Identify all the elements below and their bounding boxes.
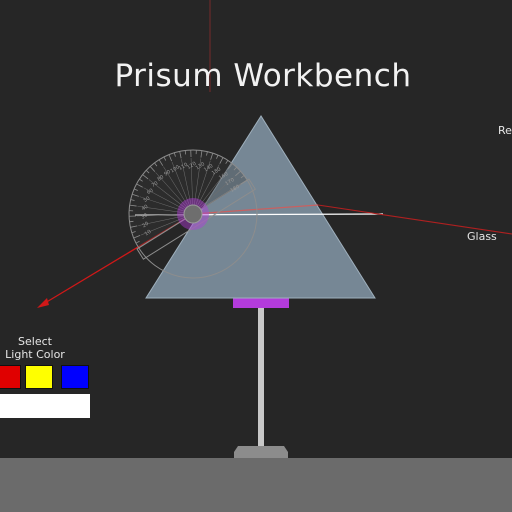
protractor-tick — [132, 193, 139, 197]
protractor-degree-label: 50 — [143, 195, 152, 203]
protractor-tick — [241, 179, 248, 185]
protractor-tick — [158, 159, 164, 166]
protractor-tick — [131, 231, 136, 234]
protractor-tick — [216, 154, 219, 159]
color-picker-heading: Select Light Color — [0, 335, 70, 361]
protractor-tick — [129, 210, 134, 212]
color-heading-line2: Light Color — [5, 348, 65, 361]
yellow-color-swatch[interactable] — [25, 365, 53, 389]
protractor-tick — [129, 220, 134, 223]
protractor-degree-label: 40 — [141, 204, 150, 212]
stand-platform[interactable] — [233, 298, 289, 308]
protractor-tick — [184, 150, 187, 155]
app-title: Prisum Workbench — [114, 58, 412, 94]
protractor-tick — [173, 152, 176, 157]
protractor-tick — [195, 150, 197, 155]
protractor-degree-label: 150 — [211, 167, 222, 177]
protractor-tick — [168, 154, 173, 162]
protractor-tick — [129, 215, 137, 217]
protractor-tick — [200, 150, 203, 158]
protractor-degree-label: 70 — [151, 180, 160, 188]
protractor-degree-label: 100 — [170, 164, 181, 174]
protractor-degree-label: 110 — [178, 162, 189, 172]
protractor-degree-label: 140 — [203, 163, 214, 173]
protractor-labels: 1020304050607080901001101201301401501601… — [140, 161, 240, 238]
protractor-degree-label: 160 — [218, 171, 229, 181]
red-color-swatch[interactable] — [0, 365, 21, 389]
protractor-tick — [154, 162, 158, 167]
normal-line — [134, 213, 384, 216]
protractor-tick — [130, 199, 135, 201]
protractor-degree-label: 120 — [186, 161, 197, 171]
stand-base[interactable] — [234, 446, 288, 458]
protractor-tick — [233, 166, 237, 171]
protractor-tick — [240, 175, 245, 179]
protractor-degree-label: 170 — [224, 177, 235, 187]
incident-laser-beam — [39, 213, 194, 307]
protractor-tick — [133, 234, 141, 239]
stand-pole — [258, 308, 264, 456]
protractor[interactable]: 1020304050607080901001101201301401501601… — [103, 125, 283, 303]
floor — [0, 458, 512, 512]
protractor-tick — [219, 157, 224, 164]
white-color-option[interactable] — [0, 394, 90, 418]
protractor-degree-label: 20 — [141, 221, 150, 229]
protractor-tick — [210, 153, 214, 160]
protractor-tick — [227, 163, 233, 170]
protractor-tick — [129, 204, 137, 207]
protractor-tick — [190, 150, 192, 158]
exit-beam — [317, 204, 512, 235]
protractor-degree-label: 130 — [195, 161, 206, 171]
blue-color-swatch[interactable] — [61, 365, 89, 389]
protractor-tick — [206, 151, 208, 156]
protractor-tick — [133, 188, 138, 191]
protractor-tick — [179, 151, 182, 159]
protractor-tick — [145, 170, 150, 174]
protractor-tick — [149, 166, 156, 172]
protractor-tick — [136, 183, 143, 188]
protractor-tick — [235, 170, 241, 177]
protractor-tick — [225, 160, 229, 164]
protractor-tick — [139, 178, 143, 182]
laser-arrow-head[interactable] — [37, 298, 49, 308]
light-source-pivot[interactable] — [183, 204, 203, 224]
refracted-inner-beam — [192, 204, 319, 215]
protractor-degree-label: 80 — [156, 174, 165, 182]
protractor-degree-label: 30 — [140, 212, 149, 220]
protractor-tick — [135, 240, 140, 244]
color-heading-line1: Select — [18, 335, 52, 348]
protractor-tick — [138, 243, 145, 249]
glass-label: Glass — [467, 230, 497, 243]
protractor-degree-label: 60 — [146, 188, 155, 196]
protractor-degree-label: 10 — [144, 229, 153, 237]
protractor-tick — [142, 174, 149, 180]
protractor-ticks — [129, 150, 248, 249]
protractor-degree-label: 180 — [229, 184, 240, 194]
protractor-tick — [163, 156, 167, 161]
cut-off-label: Re — [498, 124, 512, 137]
protractor-degree-label: 90 — [163, 169, 172, 177]
protractor-tick — [130, 225, 138, 228]
